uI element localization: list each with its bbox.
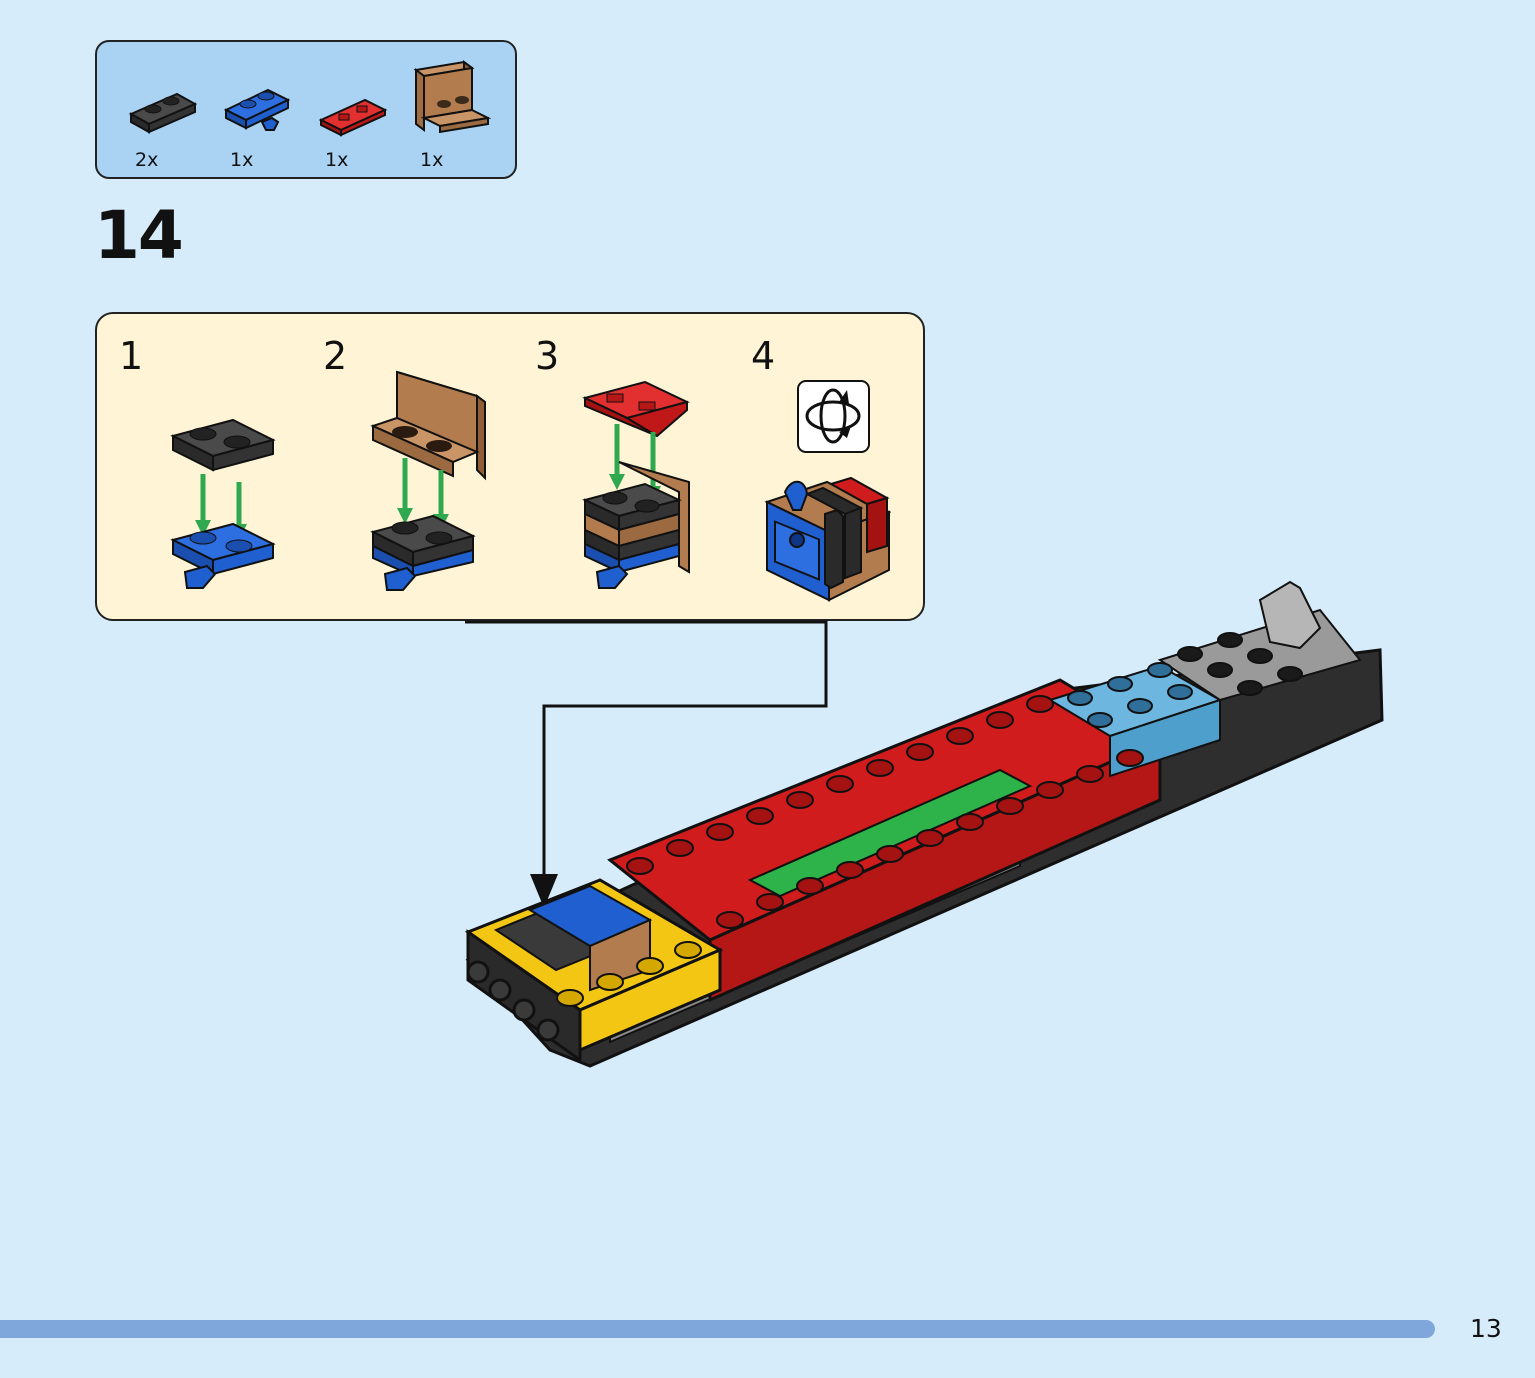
part-item: 1x [317,60,397,170]
dark-gray-plate-1x2-icon [128,92,198,134]
brown-bracket-icon [413,60,492,134]
substep-1-illustration [170,418,276,589]
substep-number: 4 [751,334,776,378]
substep-2-illustration [370,370,486,591]
rotate-model-icon [797,380,870,453]
substep-number: 3 [535,334,560,378]
progress-bar [0,1320,1435,1338]
substep-4-illustration [764,476,891,602]
part-item: 2x [127,60,207,170]
part-count: 1x [230,149,254,171]
part-count: 1x [325,149,349,171]
substep-number: 1 [119,334,144,378]
red-tile-with-grooves-icon [318,98,388,137]
part-item: 1x [222,60,302,170]
blue-plate-with-clip-icon [223,88,291,131]
part-item: 1x [412,60,492,170]
step-number: 14 [94,197,184,274]
page-number: 13 [1470,1314,1502,1343]
substep-number: 2 [323,334,348,378]
parts-list: 2x 1x 1x [95,40,517,179]
substeps-panel: 1 2 3 4 [95,312,925,621]
substep-3-illustration [582,380,690,589]
part-count: 2x [135,149,159,171]
part-count: 1x [420,149,444,171]
model-assembly-illustration [464,580,1384,1068]
